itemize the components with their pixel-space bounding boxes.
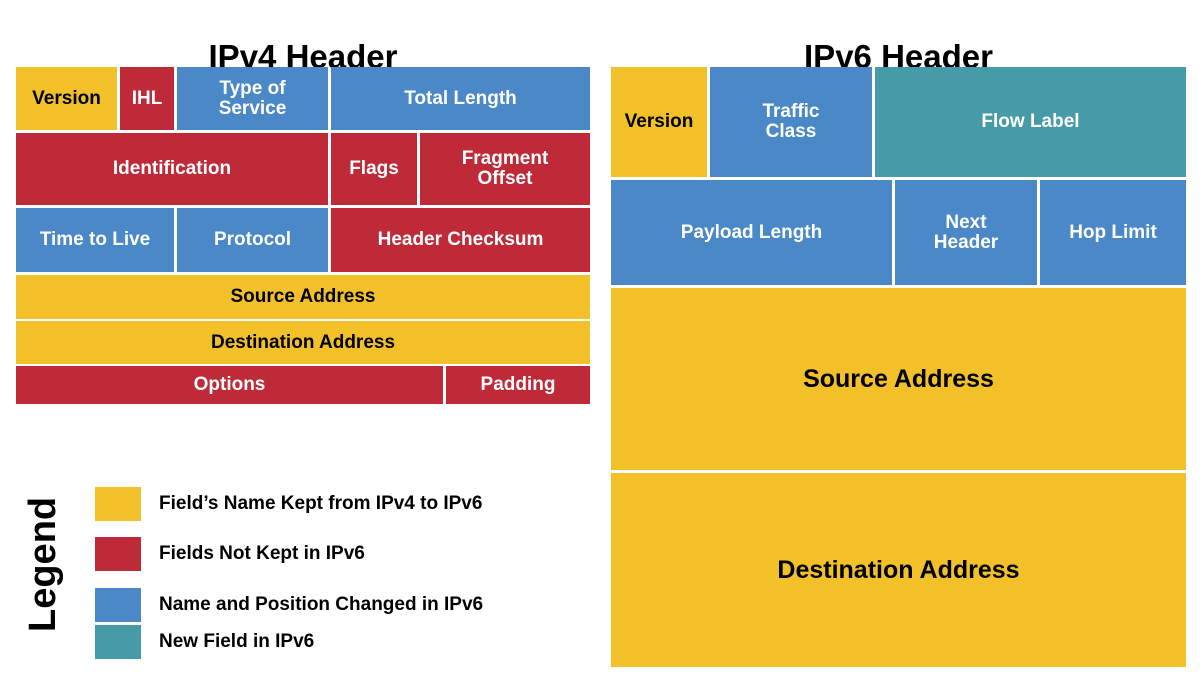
field-label: Payload Length [680, 221, 823, 243]
field-label: Padding [480, 374, 556, 396]
field-label: Version [624, 111, 694, 133]
legend-item-label: New Field in IPv6 [159, 631, 315, 652]
ipv4-field-version: Version [16, 67, 117, 130]
field-label: IHL [131, 87, 163, 109]
ipv4-field-options: Options [16, 366, 443, 404]
field-label: Protocol [213, 229, 292, 251]
field-label: Source Address [803, 365, 994, 393]
legend-item-fields-not-kept-in-ipv6: Fields Not Kept in IPv6 [95, 537, 365, 571]
legend-swatch-kept-icon [95, 487, 141, 521]
legend-swatch-not-kept-icon [95, 537, 141, 571]
field-label: Header Checksum [377, 229, 544, 251]
legend-item-new-field-in-ipv6: New Field in IPv6 [95, 625, 314, 659]
ipv4-field-identification: Identification [16, 133, 328, 205]
field-label: Flow Label [981, 111, 1080, 133]
ipv4-field-total-length: Total Length [331, 67, 590, 130]
legend-item-label: Fields Not Kept in IPv6 [159, 543, 365, 564]
legend-item-fields-name-kept-from-ipv4-to-ipv6: Field’s Name Kept from IPv4 to IPv6 [95, 487, 482, 521]
ipv4-field-flags: Flags [331, 133, 417, 205]
ipv4-field-source-address: Source Address [16, 275, 590, 319]
field-label: Version [32, 87, 101, 109]
legend-swatch-changed-icon [95, 588, 141, 622]
field-label: Total Length [404, 87, 517, 109]
legend-swatch-new-icon [95, 625, 141, 659]
field-label: Hop Limit [1069, 221, 1157, 243]
legend-heading: Legend [22, 496, 64, 632]
field-label: Options [193, 374, 266, 396]
field-label: Flags [349, 158, 399, 180]
ipv4-field-protocol: Protocol [177, 208, 328, 272]
field-label: Destination Address [777, 556, 1020, 584]
legend-item-name-and-position-changed-in-ipv6: Name and Position Changed in IPv6 [95, 588, 483, 622]
field-label: Source Address [230, 286, 376, 308]
ipv6-field-version: Version [611, 67, 707, 177]
ipv4-field-ihl: IHL [120, 67, 174, 130]
ipv4-field-destination-address: Destination Address [16, 321, 590, 364]
ipv6-field-hop-limit: Hop Limit [1040, 180, 1186, 285]
legend-item-label: Field’s Name Kept from IPv4 to IPv6 [159, 493, 483, 514]
ipv6-field-flow-label: Flow Label [875, 67, 1186, 177]
field-label: Destination Address [210, 331, 396, 353]
ipv6-field-source-address: Source Address [611, 288, 1186, 470]
ipv6-field-destination-address: Destination Address [611, 473, 1186, 667]
field-label: Identification [112, 158, 232, 180]
ipv4-field-header-checksum: Header Checksum [331, 208, 590, 272]
legend-item-label: Name and Position Changed in IPv6 [159, 594, 484, 615]
ipv6-field-payload-length: Payload Length [611, 180, 892, 285]
ipv4-field-padding: Padding [446, 366, 590, 404]
ipv4-field-time-to-live: Time to Live [16, 208, 174, 272]
field-label: Time to Live [39, 229, 151, 251]
